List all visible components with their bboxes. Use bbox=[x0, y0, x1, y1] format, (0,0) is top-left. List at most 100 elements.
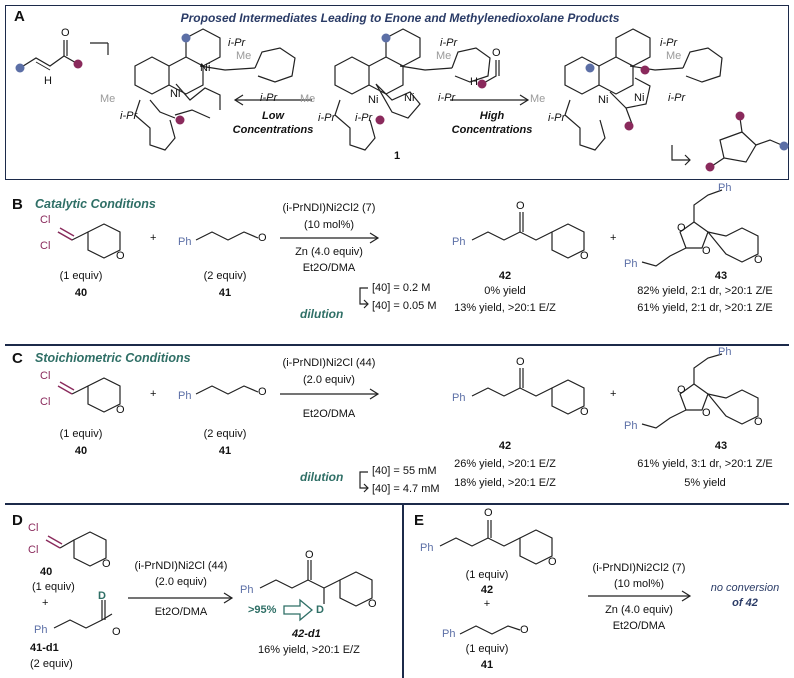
b-plus-1: + bbox=[150, 232, 157, 244]
ipr-label-1: i-Pr bbox=[228, 37, 246, 49]
low-conc-line2: Concentrations bbox=[232, 124, 314, 136]
e-ph-42: Ph bbox=[420, 542, 434, 554]
e-ph-41: Ph bbox=[442, 628, 456, 640]
panel-a-letter: A bbox=[14, 8, 25, 25]
c-ph-43a: Ph bbox=[718, 346, 732, 358]
e-o-42-ring: O bbox=[548, 556, 557, 568]
b-ph-42: Ph bbox=[452, 236, 466, 248]
ipr-label-5: i-Pr bbox=[438, 92, 456, 104]
c-prod1-id: 42 bbox=[498, 440, 512, 452]
enone-o: O bbox=[61, 27, 70, 39]
c-ph-42: Ph bbox=[452, 392, 466, 404]
d-o-41: O bbox=[112, 626, 121, 638]
c-y42-1: 26% yield, >20:1 E/Z bbox=[454, 458, 556, 470]
c-o-42-ring: O bbox=[580, 406, 589, 418]
divider-d-e bbox=[402, 504, 404, 678]
b-reductant: Zn (4.0 equiv) bbox=[295, 246, 363, 258]
b-conc-1: [40] = 0.2 M bbox=[372, 282, 431, 294]
b-dilution: dilution bbox=[300, 307, 344, 321]
ni-label-3: Ni bbox=[368, 94, 379, 106]
e-ald-equiv: (1 equiv) bbox=[465, 643, 509, 655]
d-ald-equiv: (2 equiv) bbox=[30, 658, 73, 670]
ni-label-6: Ni bbox=[634, 92, 645, 104]
me-label-5: Me bbox=[530, 93, 546, 105]
panel-e-letter: E bbox=[414, 512, 425, 529]
b-o-40: O bbox=[116, 250, 125, 262]
d-ph-42: Ph bbox=[240, 584, 254, 596]
b-catalyst: (i-PrNDI)Ni2Cl2 (7) bbox=[282, 202, 376, 214]
e-sm-equiv: (1 equiv) bbox=[465, 569, 509, 581]
d-d-prod: D bbox=[316, 604, 324, 616]
c-conc-2: [40] = 4.7 mM bbox=[372, 483, 440, 495]
b-y43-1: 82% yield, 2:1 dr, >20:1 Z/E bbox=[637, 285, 773, 297]
e-result-line1: no conversion bbox=[710, 582, 780, 594]
b-ald-equiv: (2 equiv) bbox=[203, 270, 247, 282]
b-sm-equiv: (1 equiv) bbox=[59, 270, 103, 282]
panel-c-title: Stoichiometric Conditions bbox=[35, 351, 191, 365]
high-conc-line2: Concentrations bbox=[451, 124, 533, 136]
e-result-line2: of 42 bbox=[732, 597, 758, 609]
b-ald-id: 41 bbox=[218, 287, 232, 299]
c-dilution: dilution bbox=[300, 470, 344, 484]
c-sm-id: 40 bbox=[74, 445, 88, 457]
panel-d-letter: D bbox=[12, 512, 23, 529]
c-reagent: (i-PrNDI)Ni2Cl (44) bbox=[282, 357, 376, 369]
panel-a-frame bbox=[5, 5, 789, 180]
e-o-41: O bbox=[520, 624, 529, 636]
d-reagent: (i-PrNDI)Ni2Cl (44) bbox=[134, 560, 228, 572]
c-ph-43b: Ph bbox=[624, 420, 638, 432]
b-o-43-ring: O bbox=[754, 254, 763, 266]
ipr-label-8: i-Pr bbox=[660, 37, 678, 49]
b-prod1-id: 42 bbox=[498, 270, 512, 282]
b-loading: (10 mol%) bbox=[303, 219, 355, 231]
panel-b-letter: B bbox=[12, 196, 23, 213]
c-o-43a: O bbox=[677, 384, 686, 396]
b-plus-2: + bbox=[610, 232, 617, 244]
ipr-label-2: i-Pr bbox=[260, 92, 278, 104]
d-o-42: O bbox=[305, 549, 314, 561]
d-ald-id: 41-d1 bbox=[30, 642, 59, 654]
b-o-43b: O bbox=[702, 245, 711, 257]
c-plus-1: + bbox=[150, 388, 157, 400]
c-cl-1: Cl bbox=[40, 370, 51, 382]
b-ph-41: Ph bbox=[178, 236, 192, 248]
me-label-6: Me bbox=[666, 50, 682, 62]
b-solvent: Et2O/DMA bbox=[302, 262, 356, 274]
b-o-41: O bbox=[258, 232, 267, 244]
b-o-42: O bbox=[516, 200, 525, 212]
e-ald-id: 41 bbox=[480, 659, 494, 671]
d-incorporation: >95% bbox=[248, 604, 277, 616]
ni-label-4: Ni bbox=[404, 92, 415, 104]
ni-label-5: Ni bbox=[598, 94, 609, 106]
b-y42-1: 0% yield bbox=[484, 285, 526, 297]
me-label-2: Me bbox=[236, 50, 252, 62]
ipr-label-10: i-Pr bbox=[548, 112, 566, 124]
ipr-label-7: i-Pr bbox=[355, 112, 373, 124]
c-plus-2: + bbox=[610, 388, 617, 400]
panel-b-title: Catalytic Conditions bbox=[35, 197, 156, 211]
b-o-43a: O bbox=[677, 222, 686, 234]
b-ph-43a: Ph bbox=[718, 182, 732, 194]
d-prod-id: 42-d1 bbox=[292, 628, 321, 640]
c-o-41: O bbox=[258, 386, 267, 398]
me-label-4: Me bbox=[436, 50, 452, 62]
ipr-label-9: i-Pr bbox=[668, 92, 686, 104]
ald-h: H bbox=[470, 76, 478, 88]
ipr-label-6: i-Pr bbox=[318, 112, 336, 124]
c-o-43b: O bbox=[702, 407, 711, 419]
divider-c-d bbox=[5, 503, 789, 505]
b-cl-1: Cl bbox=[40, 214, 51, 226]
ipr-label-3: i-Pr bbox=[120, 110, 138, 122]
c-cl-2: Cl bbox=[40, 396, 51, 408]
b-o-42-ring: O bbox=[580, 250, 589, 262]
e-plus: + bbox=[483, 598, 491, 610]
ald-o: O bbox=[492, 47, 501, 59]
d-cl-2: Cl bbox=[28, 544, 39, 556]
d-o-40: O bbox=[102, 558, 111, 570]
b-conc-2: [40] = 0.05 M bbox=[372, 300, 437, 312]
e-reductant: Zn (4.0 equiv) bbox=[605, 604, 673, 616]
b-y43-2: 61% yield, 2:1 dr, >20:1 Z/E bbox=[637, 302, 773, 314]
